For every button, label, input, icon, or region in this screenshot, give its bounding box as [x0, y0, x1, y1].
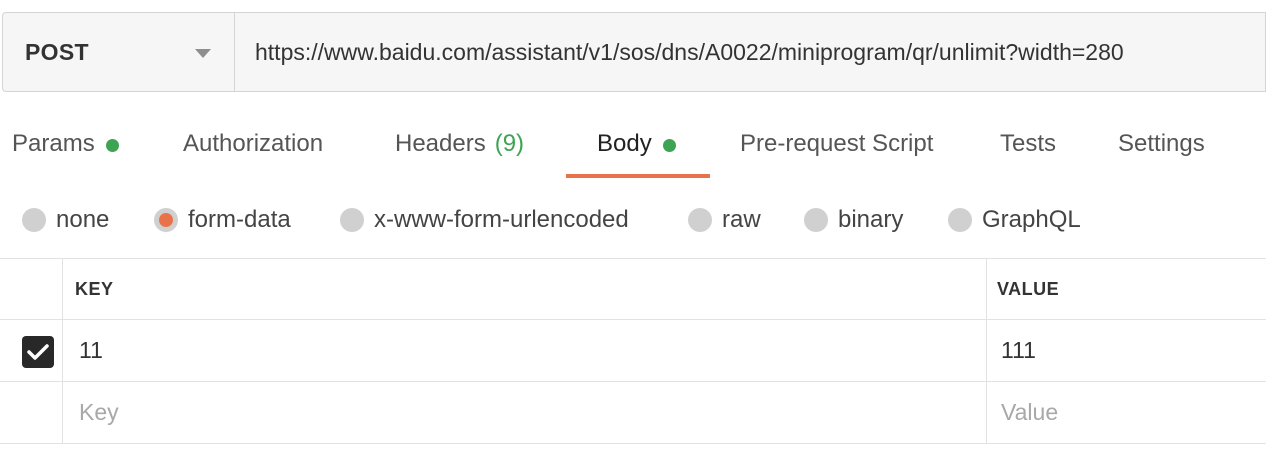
- row-value-value: 111: [1001, 337, 1036, 363]
- row-value-cell[interactable]: 111: [987, 320, 1266, 381]
- radio-button[interactable]: [340, 208, 364, 232]
- tab-label: Headers: [395, 130, 486, 157]
- radio-label: x-www-form-urlencoded: [374, 206, 629, 233]
- active-tab-indicator: [566, 174, 710, 178]
- table-new-row: [0, 382, 1266, 444]
- header-value-cell: VALUE: [987, 259, 1266, 319]
- new-value-input[interactable]: [997, 399, 1266, 426]
- tab-label: Params: [12, 130, 95, 157]
- tab-body[interactable]: Body: [597, 118, 676, 180]
- tab-headers[interactable]: Headers (9): [395, 118, 524, 180]
- tab-label: Settings: [1118, 130, 1205, 157]
- request-bar: POST: [2, 12, 1266, 92]
- form-data-table: KEY VALUE 11 111: [0, 258, 1266, 444]
- new-row-check-cell: [0, 382, 63, 443]
- row-key-value: 11: [79, 337, 103, 363]
- table-header-row: KEY VALUE: [0, 258, 1266, 320]
- radio-label: form-data: [188, 206, 291, 233]
- row-enabled-checkbox[interactable]: [22, 336, 54, 368]
- body-type-graphql[interactable]: GraphQL: [948, 200, 1081, 240]
- tab-params[interactable]: Params: [12, 118, 119, 180]
- body-type-form-data[interactable]: form-data: [154, 200, 291, 240]
- chevron-down-icon: [195, 49, 211, 58]
- tab-authorization[interactable]: Authorization: [183, 118, 323, 180]
- tab-count-badge: (9): [494, 130, 525, 157]
- row-key-cell[interactable]: 11: [63, 320, 987, 381]
- body-type-urlencoded[interactable]: x-www-form-urlencoded: [340, 200, 629, 240]
- checkmark-icon: [27, 344, 49, 360]
- column-header-key: KEY: [75, 278, 114, 299]
- tab-label: Body: [597, 130, 652, 157]
- radio-button[interactable]: [948, 208, 972, 232]
- url-field[interactable]: [234, 12, 1266, 92]
- table-row: 11 111: [0, 320, 1266, 382]
- row-check-cell: [0, 320, 63, 381]
- radio-label: none: [56, 206, 110, 233]
- method-select[interactable]: POST: [2, 12, 234, 92]
- radio-button[interactable]: [688, 208, 712, 232]
- column-header-value: VALUE: [997, 278, 1060, 299]
- tab-tests[interactable]: Tests: [1000, 118, 1056, 180]
- radio-label: raw: [722, 206, 761, 233]
- tab-label: Tests: [1000, 130, 1057, 157]
- header-check-cell: [0, 259, 63, 319]
- radio-label: GraphQL: [982, 206, 1081, 233]
- new-key-cell[interactable]: [63, 382, 987, 443]
- new-key-input[interactable]: [75, 399, 986, 426]
- body-type-options: none form-data x-www-form-urlencoded raw…: [0, 200, 1266, 240]
- radio-label: binary: [838, 206, 904, 233]
- radio-button[interactable]: [22, 208, 46, 232]
- tab-pre-request-script[interactable]: Pre-request Script: [740, 118, 933, 180]
- radio-button[interactable]: [804, 208, 828, 232]
- radio-button-selected[interactable]: [154, 208, 178, 232]
- url-input[interactable]: [255, 38, 1265, 66]
- new-value-cell[interactable]: [987, 382, 1266, 443]
- tab-label: Authorization: [183, 130, 324, 157]
- body-type-raw[interactable]: raw: [688, 200, 761, 240]
- body-type-none[interactable]: none: [22, 200, 109, 240]
- header-key-cell: KEY: [63, 259, 987, 319]
- tab-settings[interactable]: Settings: [1118, 118, 1205, 180]
- tab-label: Pre-request Script: [740, 130, 934, 157]
- status-dot-icon: [105, 139, 119, 152]
- method-label: POST: [25, 38, 89, 65]
- status-dot-icon: [662, 139, 676, 152]
- body-type-binary[interactable]: binary: [804, 200, 903, 240]
- request-tabs: Params Authorization Headers (9) Body Pr…: [0, 118, 1266, 180]
